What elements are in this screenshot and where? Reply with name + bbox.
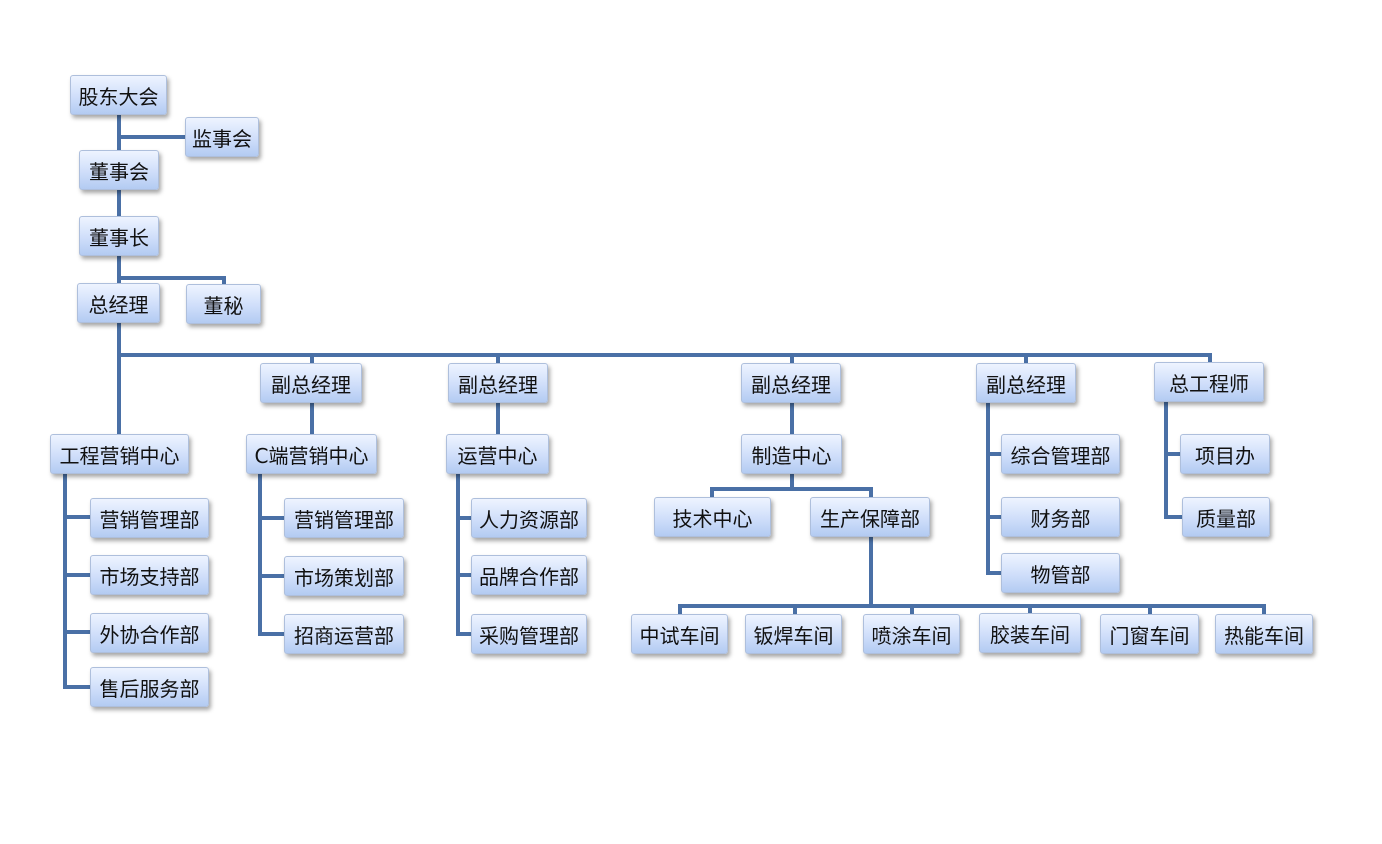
node-supervisors: 监事会 (185, 117, 259, 157)
node-cm-market-planning: 市场策划部 (284, 556, 404, 596)
node-op-brand-coop: 品牌合作部 (471, 555, 587, 595)
node-chief-engineer: 总工程师 (1154, 362, 1264, 402)
node-ws-thermal: 热能车间 (1215, 614, 1313, 654)
node-em-outsourcing: 外协合作部 (90, 613, 209, 653)
node-vp-3: 副总经理 (741, 363, 841, 403)
node-ws-sheet-weld: 钣焊车间 (745, 614, 842, 654)
node-em-after-sales: 售后服务部 (90, 667, 209, 707)
node-op-hr: 人力资源部 (471, 498, 587, 538)
node-vp-1: 副总经理 (260, 363, 362, 403)
node-tech-center: 技术中心 (654, 497, 771, 537)
node-cm-marketing-mgmt: 营销管理部 (284, 498, 404, 538)
node-chairman: 董事长 (79, 216, 159, 256)
node-gm: 总经理 (77, 283, 160, 323)
node-c-marketing-center: C端营销中心 (246, 434, 377, 474)
node-finance: 财务部 (1001, 497, 1120, 537)
node-vp-2: 副总经理 (448, 363, 548, 403)
node-board-secretary: 董秘 (186, 284, 261, 324)
node-project-office: 项目办 (1180, 434, 1270, 474)
node-em-market-support: 市场支持部 (90, 555, 209, 595)
node-board: 董事会 (79, 150, 159, 190)
node-manufacturing-center: 制造中心 (741, 434, 842, 474)
node-ws-spray: 喷涂车间 (863, 614, 960, 654)
node-ws-glue: 胶装车间 (979, 613, 1081, 653)
node-production-support: 生产保障部 (810, 497, 930, 537)
node-cm-franchise-ops: 招商运营部 (284, 614, 404, 654)
node-em-marketing-mgmt: 营销管理部 (90, 498, 209, 538)
node-operation-center: 运营中心 (446, 434, 549, 474)
node-materials: 物管部 (1001, 553, 1120, 593)
node-quality: 质量部 (1182, 497, 1270, 537)
node-ws-pilot: 中试车间 (631, 614, 728, 654)
node-shareholders: 股东大会 (70, 75, 167, 115)
node-general-mgmt: 综合管理部 (1001, 434, 1120, 474)
node-op-purchasing: 采购管理部 (471, 614, 587, 654)
node-vp-4: 副总经理 (976, 363, 1076, 403)
node-ws-door-window: 门窗车间 (1100, 614, 1199, 654)
node-eng-marketing-center: 工程营销中心 (50, 434, 189, 474)
